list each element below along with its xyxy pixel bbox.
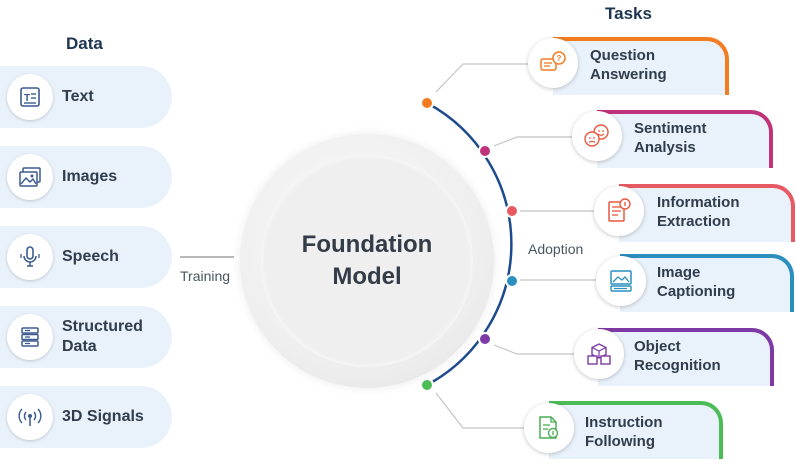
task-card-instruction-following <box>549 401 723 459</box>
data-heading: Data <box>66 34 103 53</box>
center-title-line1: Foundation <box>301 231 433 258</box>
data-label: 3D Signals <box>62 408 144 425</box>
adoption-label: Adoption <box>528 241 584 257</box>
task-dot <box>478 144 492 158</box>
data-item-speech: Speech <box>0 226 172 288</box>
task-card-image-captioning <box>620 254 794 312</box>
task-connector <box>493 344 574 355</box>
faces-icon <box>572 111 622 161</box>
task-card-information-extraction <box>619 184 795 242</box>
adoption-arc <box>426 101 513 387</box>
chat-question-icon: ? <box>528 38 578 88</box>
task-dot <box>420 378 434 392</box>
cubes-icon <box>574 329 624 379</box>
foundation-model-inner: Foundation Model <box>261 155 473 367</box>
data-label: Images <box>62 168 118 185</box>
task-card-object-recognition <box>598 328 774 386</box>
task-card-question-answering <box>553 37 729 95</box>
microphone-icon <box>7 234 53 280</box>
data-item-images: Images <box>0 146 172 208</box>
task-dot <box>420 96 434 110</box>
image-caption-icon <box>596 256 646 306</box>
task-dot <box>505 274 519 288</box>
task-dot <box>505 204 519 218</box>
data-label: Text <box>62 88 94 105</box>
data-item-3d-signals: 3D Signals <box>0 386 172 448</box>
task-connector <box>493 136 572 147</box>
task-connector <box>435 392 524 429</box>
center-title-line2: Model <box>332 263 402 290</box>
task-connector <box>435 63 528 93</box>
svg-text:?: ? <box>557 54 562 63</box>
text-document-icon: T <box>7 74 53 120</box>
image-icon <box>7 154 53 200</box>
training-label: Training <box>180 268 231 284</box>
tasks-heading: Tasks <box>605 4 652 23</box>
svg-text:T: T <box>24 93 30 104</box>
task-dot <box>478 332 492 346</box>
database-icon <box>7 314 53 360</box>
signal-antenna-icon <box>7 394 53 440</box>
instruction-document-icon <box>524 403 574 453</box>
data-label: Speech <box>62 248 119 265</box>
data-item-text: T Text <box>0 66 172 128</box>
foundation-model-circle: Foundation Model <box>240 134 494 388</box>
task-card-sentiment-analysis <box>597 110 773 168</box>
document-extract-icon <box>594 186 644 236</box>
